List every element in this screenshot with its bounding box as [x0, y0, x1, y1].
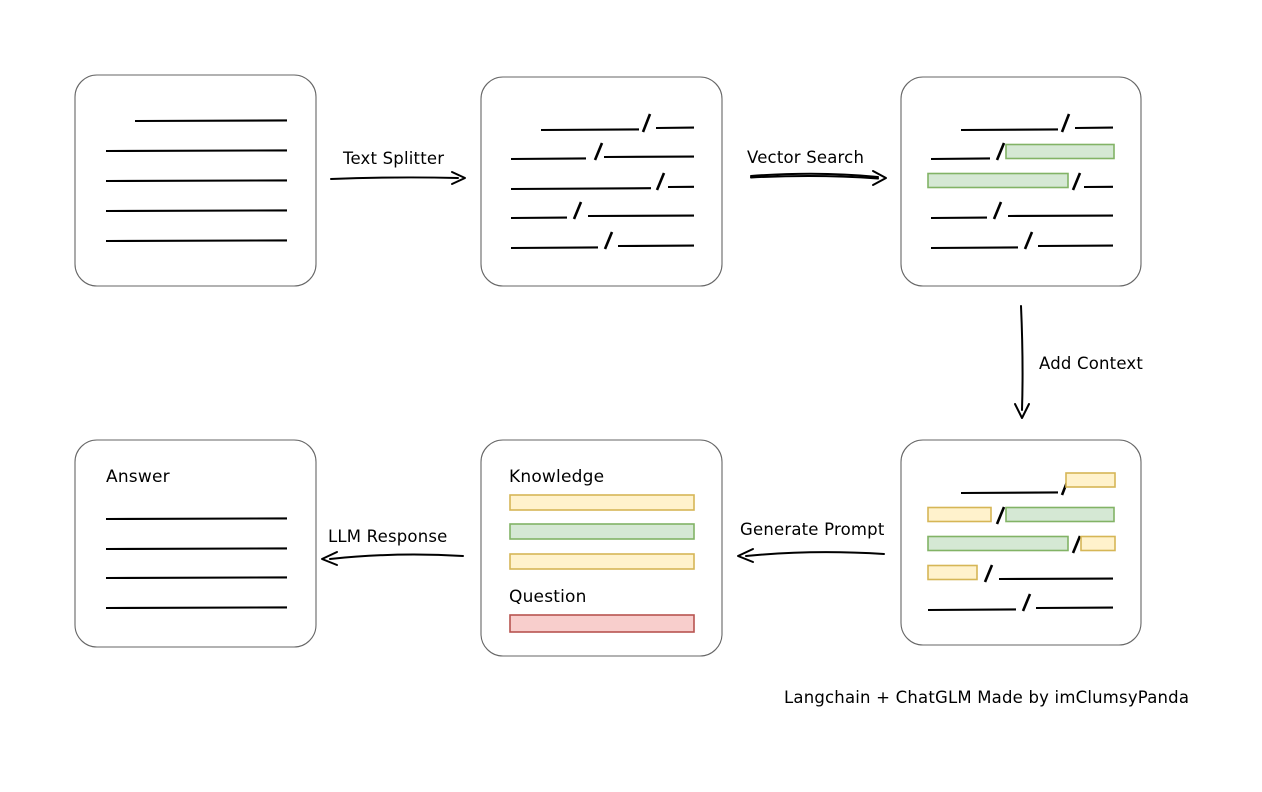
text-splitter-arrow-shaft: [330, 176, 459, 180]
text-line: [105, 547, 288, 551]
text-line-segment: [510, 187, 652, 191]
slash-separator: [983, 564, 994, 583]
llm-response-label: LLM Response: [328, 527, 448, 546]
text-splitter-arrow-head: [451, 171, 466, 185]
text-line: [134, 119, 288, 123]
slash-separator: [1023, 231, 1034, 250]
chunk-highlight-yellow[interactable]: [1080, 535, 1116, 552]
answer-node[interactable]: Answer: [74, 439, 317, 648]
edge-llm-response[interactable]: LLM Response: [321, 527, 464, 566]
text-line: [105, 179, 288, 183]
text-line: [105, 517, 288, 521]
knowledge-bar-green[interactable]: [509, 523, 695, 540]
prompt-box-node[interactable]: Knowledge Question: [480, 439, 723, 657]
source-document-lines: [105, 119, 288, 243]
matched-document-node[interactable]: [900, 76, 1142, 287]
context-document-lines: [927, 472, 1116, 612]
text-line-segment: [930, 246, 1019, 250]
slash-separator: [641, 113, 652, 133]
text-line-segment: [927, 608, 1017, 612]
text-line: [105, 149, 288, 153]
slash-separator: [995, 142, 1006, 161]
question-bars: [509, 614, 695, 633]
slash-separator: [1060, 113, 1071, 133]
prompt-box[interactable]: [480, 439, 723, 657]
slash-separator: [1071, 535, 1082, 554]
chunk-highlight-green[interactable]: [1005, 143, 1115, 160]
text-line-segment: [960, 128, 1059, 132]
text-line: [105, 576, 288, 580]
knowledge-bar-yellow[interactable]: [509, 494, 695, 511]
vector-search-arrow-head: [872, 170, 887, 186]
slash-separator: [995, 506, 1006, 525]
slash-separator: [1021, 593, 1032, 612]
text-line-segment: [540, 128, 640, 132]
context-document-node[interactable]: [900, 439, 1142, 646]
add-context-arrow-head: [1014, 403, 1030, 419]
edge-vector-search[interactable]: Vector Search: [747, 148, 887, 186]
llm-response-arrow-head: [321, 551, 338, 566]
text-line: [105, 239, 288, 243]
slash-separator: [572, 201, 583, 220]
text-line-segment: [930, 157, 991, 161]
answer-box[interactable]: [74, 439, 317, 648]
text-line: [105, 209, 288, 213]
text-line-segment: [510, 157, 587, 161]
text-line-segment: [960, 491, 1059, 495]
credit-label: Langchain + ChatGLM Made by imClumsyPand…: [784, 688, 1189, 707]
vector-search-arrow-shaft-2: [750, 174, 879, 180]
llm-response-arrow-shaft: [329, 553, 464, 560]
knowledge-bars: [509, 494, 695, 570]
chunk-highlight-green[interactable]: [927, 535, 1069, 552]
text-splitter-label: Text Splitter: [342, 149, 444, 168]
generate-prompt-label: Generate Prompt: [740, 520, 885, 539]
chunk-highlight-yellow[interactable]: [927, 506, 992, 523]
chunk-highlight-green[interactable]: [927, 172, 1069, 189]
split-document-node[interactable]: [480, 76, 723, 287]
chunk-highlight-yellow[interactable]: [1065, 472, 1116, 488]
vector-search-arrow-shaft: [750, 172, 879, 178]
knowledge-bar-yellow[interactable]: [509, 553, 695, 570]
text-line-segment: [510, 246, 599, 250]
edge-text-splitter[interactable]: Text Splitter: [330, 149, 466, 185]
slash-separator: [992, 201, 1003, 220]
chunk-highlight-yellow[interactable]: [927, 564, 978, 581]
question-bar-red[interactable]: [509, 614, 695, 633]
split-document-lines: [510, 113, 695, 250]
slash-separator: [593, 142, 604, 161]
add-context-label: Add Context: [1039, 354, 1143, 373]
split-document-box[interactable]: [480, 76, 723, 287]
question-label: Question: [509, 587, 587, 607]
generate-prompt-arrow-head: [737, 548, 754, 563]
text-line: [105, 606, 288, 610]
chunk-highlight-green[interactable]: [1005, 506, 1115, 523]
generate-prompt-arrow-shaft: [745, 551, 885, 557]
matched-document-lines: [927, 113, 1115, 250]
source-document-node[interactable]: [74, 74, 317, 287]
edge-generate-prompt[interactable]: Generate Prompt: [737, 520, 885, 563]
slash-separator: [1071, 172, 1082, 191]
edge-add-context[interactable]: Add Context: [1014, 305, 1143, 419]
add-context-arrow-shaft: [1020, 305, 1024, 411]
answer-lines: [105, 517, 288, 610]
slash-separator: [655, 172, 666, 191]
answer-label: Answer: [106, 467, 170, 487]
slash-separator: [603, 231, 614, 250]
vector-search-label: Vector Search: [747, 148, 864, 167]
knowledge-label: Knowledge: [509, 467, 604, 487]
